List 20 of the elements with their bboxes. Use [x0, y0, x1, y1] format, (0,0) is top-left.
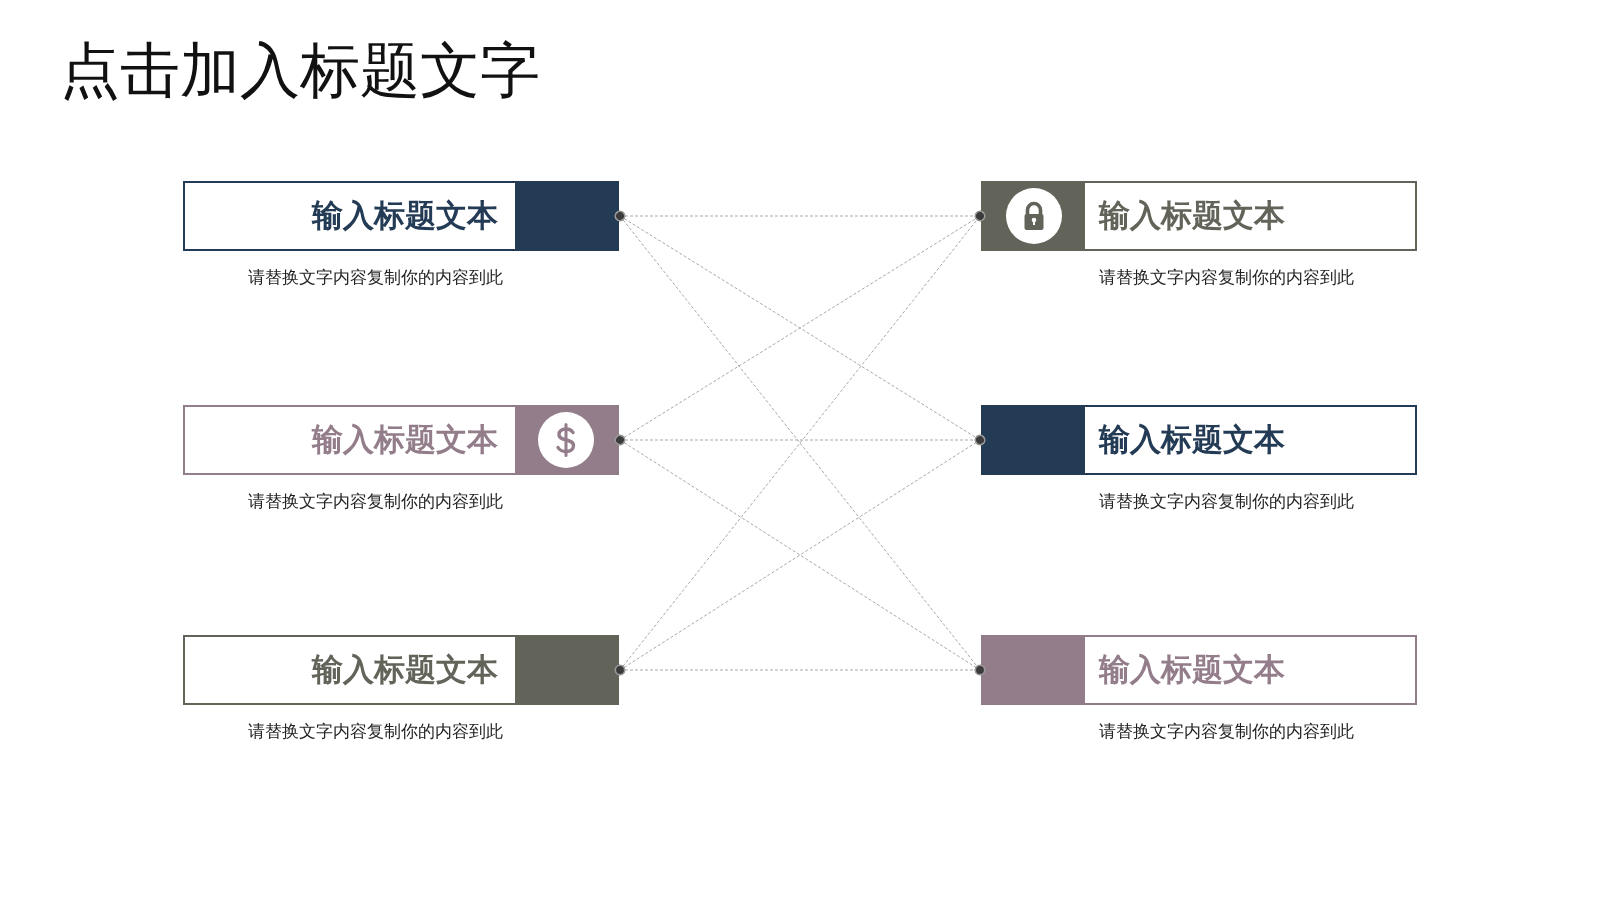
- description-text: 请替换文字内容复制你的内容到此: [247, 721, 503, 743]
- card-title: 输入标题文本: [1099, 421, 1285, 459]
- card-title: 输入标题文本: [312, 651, 498, 689]
- card-title: 输入标题文本: [312, 421, 498, 459]
- title-card: [183, 405, 619, 475]
- card-title: 输入标题文本: [1099, 197, 1285, 235]
- title-card: [981, 181, 1417, 251]
- description-text: 请替换文字内容复制你的内容到此: [1099, 721, 1355, 743]
- description-text: 请替换文字内容复制你的内容到此: [1099, 267, 1355, 289]
- card-title: 输入标题文本: [1099, 651, 1285, 689]
- title-card: [981, 405, 1417, 475]
- card-title: 输入标题文本: [312, 197, 498, 235]
- title-card: [981, 635, 1417, 705]
- description-text: 请替换文字内容复制你的内容到此: [1099, 491, 1355, 513]
- description-text: 请替换文字内容复制你的内容到此: [247, 491, 503, 513]
- title-card: [183, 181, 619, 251]
- slide-title: 点击加入标题文字: [60, 38, 540, 104]
- title-card: [183, 635, 619, 705]
- description-text: 请替换文字内容复制你的内容到此: [247, 267, 503, 289]
- connector-line: [614, 664, 986, 676]
